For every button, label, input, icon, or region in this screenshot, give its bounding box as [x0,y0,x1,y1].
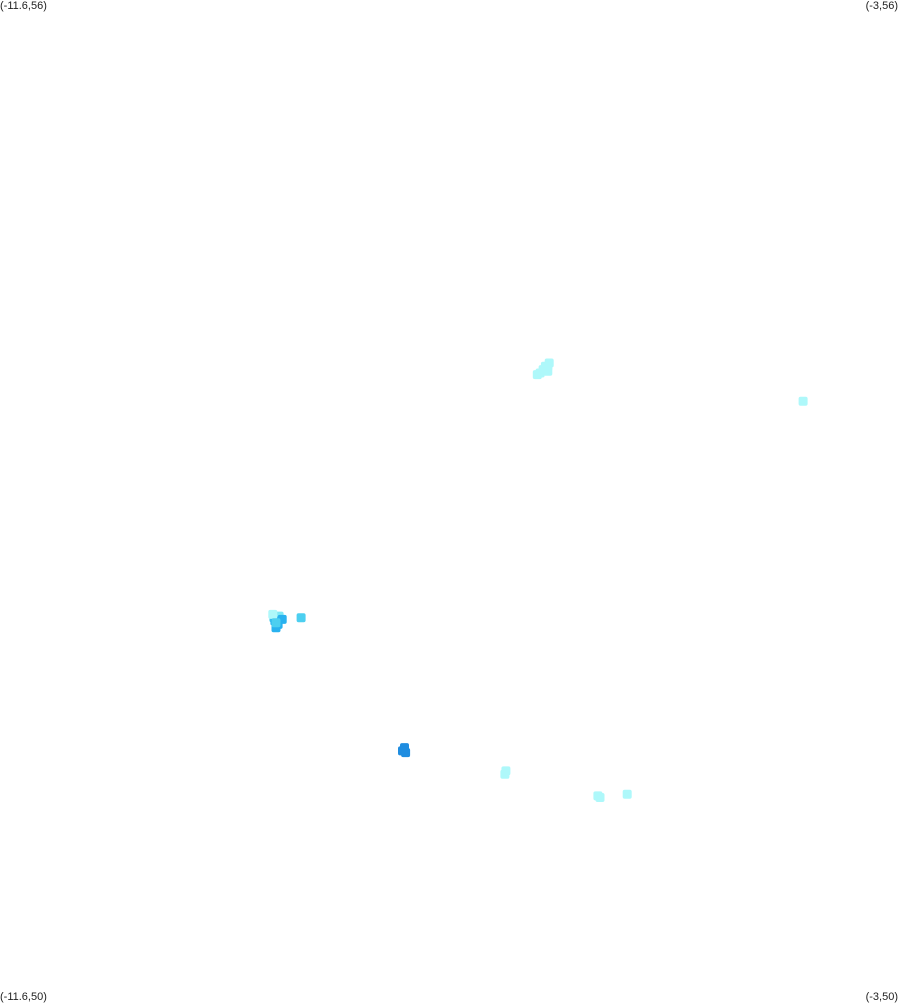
corner-label-top-left: (-11.6,56) [0,0,47,12]
heat-cell [398,746,407,756]
heat-cell [595,793,605,802]
heat-cell [271,618,281,628]
heat-cell [532,370,542,380]
cluster-southeast [593,789,632,802]
heat-cell [500,769,510,779]
cluster-northeast [798,396,808,406]
heat-cell [798,396,808,406]
heatmap-layer [268,358,808,802]
heat-cell [268,609,278,619]
heat-cell [622,789,632,799]
corner-label-bottom-right: (-3,50) [865,991,898,1003]
cluster-north [532,358,554,380]
cluster-west [268,609,306,633]
cluster-south-small [500,766,511,779]
heat-cell [296,613,306,623]
corner-label-bottom-left: (-11.6,50) [0,991,47,1003]
corner-label-top-right: (-3,56) [865,0,898,12]
cluster-south-dark [398,743,411,758]
heat-cell [543,366,553,376]
